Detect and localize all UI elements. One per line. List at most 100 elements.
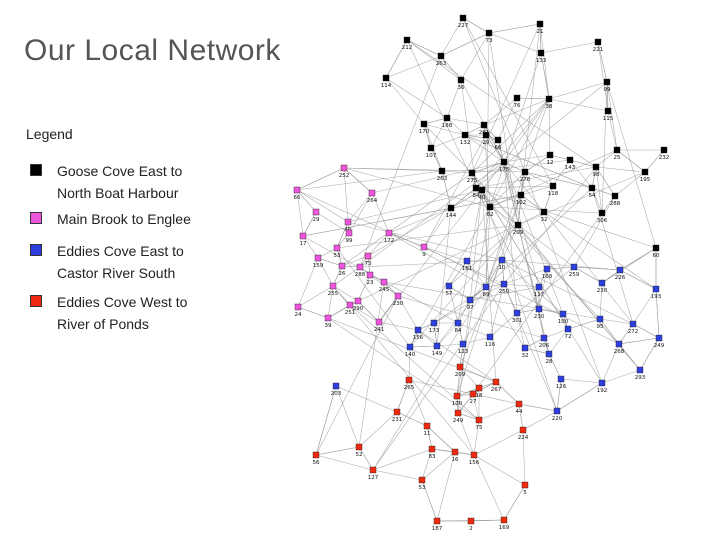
network-edge (503, 161, 634, 325)
network-edge (539, 23, 550, 100)
network-edge (503, 283, 540, 288)
network-edge (543, 211, 657, 290)
network-node-label: 245 (379, 287, 390, 293)
network-node-red (475, 384, 483, 392)
network-edge (456, 366, 461, 397)
network-edge (349, 224, 519, 306)
network-node-blue (598, 279, 606, 287)
network-node-label: 52 (356, 452, 363, 458)
network-node-label: 231 (392, 417, 403, 423)
network-node-pink (314, 254, 322, 262)
network-node-label: 116 (485, 342, 496, 348)
network-node-pink (345, 229, 353, 237)
network-edge (567, 318, 601, 330)
network-edge (457, 412, 480, 421)
network-node-black (382, 74, 390, 82)
network-edge (644, 149, 665, 173)
network-node-label: 268 (614, 349, 625, 355)
network-edge (619, 247, 657, 271)
network-node-blue (616, 266, 624, 274)
network-edge (599, 318, 634, 325)
network-node-red (475, 416, 483, 424)
network-node-label: 175 (499, 167, 510, 173)
network-edge (423, 117, 448, 125)
network-node-label: 18 (476, 393, 483, 399)
network-node-blue (332, 382, 340, 390)
network-node-label: 187 (432, 526, 443, 532)
network-edge (348, 192, 373, 234)
network-edge (357, 300, 380, 323)
network-node-black (403, 36, 411, 44)
network-edge (349, 304, 380, 323)
network-node-black (457, 76, 465, 84)
network-edge (614, 171, 646, 197)
network-node-pink (338, 262, 346, 270)
network-node-blue (521, 344, 529, 352)
network-edge (632, 323, 660, 339)
network-node-label: 73 (365, 261, 372, 267)
network-edge (540, 41, 599, 54)
network-node-label: 54 (589, 193, 596, 199)
network-node-label: 156 (413, 335, 424, 341)
network-edge (315, 454, 374, 471)
network-node-blue (615, 340, 623, 348)
network-edge (478, 403, 520, 421)
network-node-label: 193 (651, 294, 662, 300)
network-edge (457, 189, 483, 324)
network-node-label: 149 (432, 351, 443, 357)
network-node-black (603, 78, 611, 86)
network-node-pink (364, 252, 372, 260)
network-node-label: 29 (483, 140, 490, 146)
network-node-blue (596, 315, 604, 323)
network-edge (548, 328, 569, 355)
network-node-blue (543, 265, 551, 273)
network-edge (372, 283, 505, 471)
network-edge (606, 81, 657, 249)
network-edge (315, 211, 350, 234)
network-node-blue (652, 285, 660, 293)
network-edge (516, 308, 540, 314)
legend-swatch-black (30, 164, 42, 176)
network-edge (317, 257, 343, 267)
network-node-blue (629, 320, 637, 328)
network-edge (473, 454, 526, 486)
network-node-red (515, 400, 523, 408)
network-edge (473, 419, 480, 456)
network-edge (489, 283, 505, 338)
network-node-label: 75 (476, 425, 483, 431)
network-edge (436, 322, 459, 347)
network-node-pink (333, 244, 341, 252)
network-node-red (456, 363, 464, 371)
network-edge (385, 39, 408, 79)
legend-label-line2: River of Ponds (57, 316, 149, 332)
network-node-red (433, 517, 441, 525)
network-edge (503, 161, 526, 173)
network-node-blue (433, 342, 441, 350)
network-edge (464, 134, 593, 189)
network-edge (601, 81, 608, 214)
network-node-label: 275 (467, 178, 478, 184)
network-node-label: 226 (615, 275, 626, 281)
network-node-black (537, 49, 545, 57)
network-node-label: 29 (313, 217, 320, 223)
network-node-pink (293, 186, 301, 194)
network-node-red (451, 448, 459, 456)
network-edge (473, 454, 505, 521)
network-node-black (427, 144, 435, 152)
legend-label-line2: Castor River South (57, 265, 176, 281)
network-node-blue (540, 334, 548, 342)
network-edge (406, 39, 442, 57)
network-edge (483, 124, 505, 163)
network-edge (517, 171, 646, 226)
network-edge (569, 159, 593, 189)
network-edge (327, 285, 334, 319)
network-edge (632, 288, 657, 325)
network-edge (347, 192, 373, 223)
network-edge (516, 97, 550, 100)
network-edge (475, 166, 597, 189)
network-edge (341, 172, 473, 267)
network-node-label: 133 (536, 58, 547, 64)
network-edge (538, 308, 564, 315)
network-edge (423, 246, 620, 345)
network-node-label: 230 (597, 288, 608, 294)
